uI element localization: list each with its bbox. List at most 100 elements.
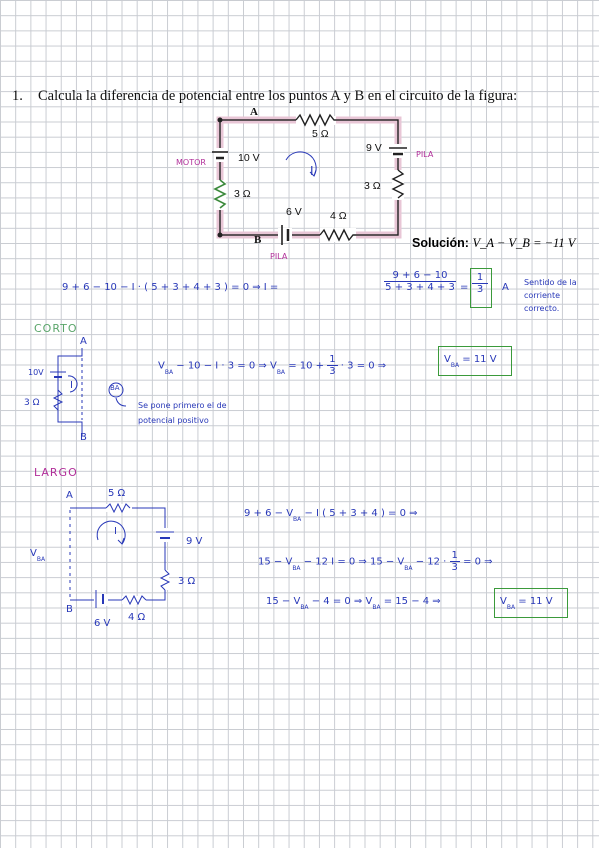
largo-eq2-b: − 12 I = 0 ⇒ 15 − V xyxy=(300,556,405,568)
corto-frac-d: 3 xyxy=(329,366,336,377)
main-eq-equals: = xyxy=(460,282,469,293)
largo-5ohm-label: 5 Ω xyxy=(108,488,126,499)
circuit-diagram xyxy=(212,113,407,245)
corto-note: Se pone primero el de potencial positivo xyxy=(138,398,227,428)
corto-result-end: = 11 V xyxy=(459,354,497,365)
largo-i-label: I xyxy=(114,526,117,537)
point-b-label: B xyxy=(254,234,262,246)
largo-result: VBA = 11 V xyxy=(500,596,553,611)
largo-circuit xyxy=(69,502,174,608)
corto-eq-end: · 3 = 0 ⇒ xyxy=(337,360,387,372)
largo-eq2-sub1: BA xyxy=(292,564,301,572)
corto-circuit xyxy=(50,348,127,436)
largo-vba-sub: BA xyxy=(36,556,46,563)
largo-eq3-b: − 4 = 0 ⇒ V xyxy=(308,596,373,607)
battery-bottom-label: 6 V xyxy=(286,206,302,218)
corto-i-label: I xyxy=(70,380,73,391)
largo-eq3-a: 15 − V xyxy=(266,596,301,607)
largo-eq1-sub: BA xyxy=(293,516,302,523)
pila-bottom-label: PILA xyxy=(270,252,288,261)
problem-number: 1. xyxy=(12,88,23,104)
corto-frac-n: 1 xyxy=(327,354,338,366)
battery-right-label: 9 V xyxy=(366,142,382,154)
solution-label: Solución: xyxy=(412,236,469,250)
current-result-box xyxy=(470,268,492,308)
largo-result-end: = 11 V xyxy=(515,596,553,607)
corto-eq-sub1: BA xyxy=(164,368,174,376)
corto-result-box xyxy=(438,346,512,376)
largo-eq2-d: = 0 ⇒ xyxy=(459,556,493,568)
direction-note: Sentido de la corriente correcto. xyxy=(524,276,577,315)
corto-3ohm-label: 3 Ω xyxy=(24,398,40,408)
result-den: 3 xyxy=(476,284,484,295)
corto-b-label: B xyxy=(80,432,87,443)
r-right-label: 3 Ω xyxy=(364,180,381,192)
largo-result-box xyxy=(494,588,568,618)
circuit-figure: A B 5 Ω 9 V 3 Ω 10 V 3 Ω 6 V 4 Ω I xyxy=(208,106,408,248)
largo-eq-1: 9 + 6 − VBA − I ( 5 + 3 + 4 ) = 0 ⇒ xyxy=(244,508,418,523)
largo-6v-label: 6 V xyxy=(94,618,111,629)
largo-title: LARGO xyxy=(34,466,78,479)
largo-eq2-a: 15 − V xyxy=(258,556,293,568)
largo-eq2-sub2: BA xyxy=(404,564,413,572)
largo-eq2-c: − 12 · xyxy=(412,556,450,568)
result-num: 1 xyxy=(472,272,488,284)
largo-eq3-sub2: BA xyxy=(372,604,381,611)
largo-eq3-c: = 15 − 4 ⇒ xyxy=(380,596,441,607)
largo-9v-label: 9 V xyxy=(186,536,203,547)
direction-note-1: Sentido de la xyxy=(524,278,577,287)
corto-result: VBA = 11 V xyxy=(444,354,497,369)
corto-eq-v: V xyxy=(158,360,165,372)
main-eq-den: 5 + 3 + 4 + 3 xyxy=(385,282,455,293)
problem-text: Calcula la diferencia de potencial entre… xyxy=(38,88,518,104)
largo-eq1-b: − I ( 5 + 3 + 4 ) = 0 ⇒ xyxy=(301,508,418,519)
solution-equation: V_A − V_B = −11 V xyxy=(472,236,576,250)
corto-10v-label: 10V xyxy=(28,368,44,377)
largo-frac-n: 1 xyxy=(449,550,460,562)
largo-result-v: V xyxy=(500,596,507,607)
direction-note-3: correcto. xyxy=(524,304,560,313)
corto-result-v: V xyxy=(444,354,451,365)
problem-statement: 1. Calcula la diferencia de potencial ent… xyxy=(12,88,517,105)
corto-eq-body: − 10 − I · 3 = 0 ⇒ V xyxy=(173,360,277,372)
current-result-fraction: 1 3 xyxy=(472,272,488,295)
current-unit: A xyxy=(502,282,509,293)
largo-result-sub: BA xyxy=(506,604,516,611)
largo-4ohm-label: 4 Ω xyxy=(128,612,146,623)
motor-label: MOTOR xyxy=(176,158,206,167)
main-equation: 9 + 6 − 10 − I · ( 5 + 3 + 4 + 3 ) = 0 ⇒… xyxy=(62,282,278,293)
battery-left-label: 10 V xyxy=(238,152,260,164)
r-bottom-label: 4 Ω xyxy=(330,210,347,222)
main-eq-fraction: 9 + 6 − 10 5 + 3 + 4 + 3 xyxy=(384,270,456,293)
largo-a-label: A xyxy=(66,490,73,501)
r-top-label: 5 Ω xyxy=(312,128,329,140)
corto-diagram: A B 10V 3 Ω I BA xyxy=(22,336,132,446)
solution-line: Solución: V_A − V_B = −11 V xyxy=(412,236,575,251)
largo-eq3-sub1: BA xyxy=(300,604,309,611)
corto-note-2: potencial positivo xyxy=(138,416,209,425)
corto-eq-mid: = 10 + xyxy=(285,360,328,372)
corto-ba-circle-label: BA xyxy=(110,384,120,392)
pila-right-label: PILA xyxy=(416,150,434,159)
largo-3ohm-label: 3 Ω xyxy=(178,576,196,587)
point-a-label: A xyxy=(250,106,258,118)
largo-eq1-a: 9 + 6 − V xyxy=(244,508,294,519)
largo-vba-label: VBA xyxy=(30,548,45,563)
corto-result-sub: BA xyxy=(450,362,460,369)
largo-eq-3: 15 − VBA − 4 = 0 ⇒ VBA = 15 − 4 ⇒ xyxy=(266,596,441,611)
largo-diagram: A B 5 Ω 9 V 3 Ω 6 V 4 Ω I VBA xyxy=(30,484,220,634)
largo-vba-v: V xyxy=(30,548,37,559)
corto-title: CORTO xyxy=(34,322,78,335)
corto-a-label: A xyxy=(80,336,87,347)
corto-note-1: Se pone primero el de xyxy=(138,401,227,410)
current-label: I xyxy=(310,164,314,178)
corto-eq-sub2: BA xyxy=(276,368,286,376)
largo-frac-d: 3 xyxy=(451,562,458,573)
direction-note-2: corriente xyxy=(524,291,561,300)
main-eq-left: 9 + 6 − 10 − I · ( 5 + 3 + 4 + 3 ) = 0 ⇒… xyxy=(62,282,279,293)
largo-b-label: B xyxy=(66,604,73,615)
